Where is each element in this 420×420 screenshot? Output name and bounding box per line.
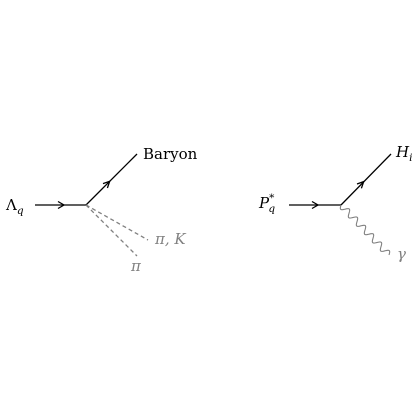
meson-line-pi-k: [85, 204, 149, 241]
p-star-q-label: P*q: [258, 192, 275, 215]
meson-line-pi: [85, 204, 138, 257]
h-i-label: Hi: [395, 143, 412, 164]
outgoing-fermion-line-right: [340, 153, 392, 206]
decay-diagram-left: Λq Baryon π, K π: [5, 145, 198, 275]
pi-label: π: [130, 257, 142, 275]
pi-k-label: π, K: [154, 230, 186, 248]
incoming-arrow-right: [311, 200, 320, 210]
outgoing-arrow-right: [356, 180, 365, 189]
lambda-q-label: Λq: [5, 196, 24, 217]
baryon-label: Baryon: [143, 145, 198, 163]
incoming-arrow-left: [57, 200, 66, 210]
decay-diagram-right: P*q Hi γ: [258, 143, 412, 263]
outgoing-arrow-left: [102, 180, 111, 189]
photon-line: [339, 204, 391, 256]
gamma-label: γ: [397, 245, 406, 263]
outgoing-fermion-line-left: [85, 153, 138, 206]
